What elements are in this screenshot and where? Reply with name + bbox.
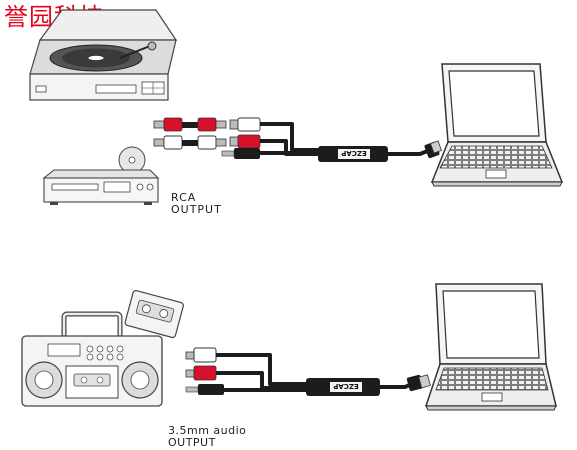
- adapter-label: EZCAP: [333, 382, 359, 390]
- usb-adapter: EZCAP: [318, 146, 388, 162]
- audio-35mm-plug-icon: [185, 384, 224, 395]
- cable: [216, 353, 308, 392]
- usb-plug-icon: [388, 140, 442, 159]
- cassette-icon: [124, 289, 184, 339]
- audio-output-caption: 3.5mm audio OUTPUT: [168, 425, 246, 449]
- caption-line: 3.5mm audio: [168, 424, 247, 437]
- dvd-player-icon: [42, 146, 160, 205]
- rca-output-caption: RCA OUTPUT: [171, 192, 222, 216]
- cable: [260, 122, 320, 156]
- rca-plug-icon: [185, 347, 217, 381]
- caption-line: OUTPUT: [168, 436, 216, 449]
- laptop-icon: [424, 283, 557, 411]
- laptop-icon: [430, 63, 564, 187]
- caption-line: RCA: [171, 191, 197, 204]
- rca-plug-icon: [153, 117, 227, 150]
- rca-plug-icon: [221, 117, 261, 159]
- caption-line: OUTPUT: [171, 203, 222, 216]
- adapter-label: EZCAP: [341, 149, 367, 157]
- boombox-icon: [21, 311, 163, 407]
- usb-adapter: EZCAP: [306, 378, 380, 396]
- turntable-icon: [29, 9, 178, 101]
- usb-plug-icon: [380, 374, 431, 392]
